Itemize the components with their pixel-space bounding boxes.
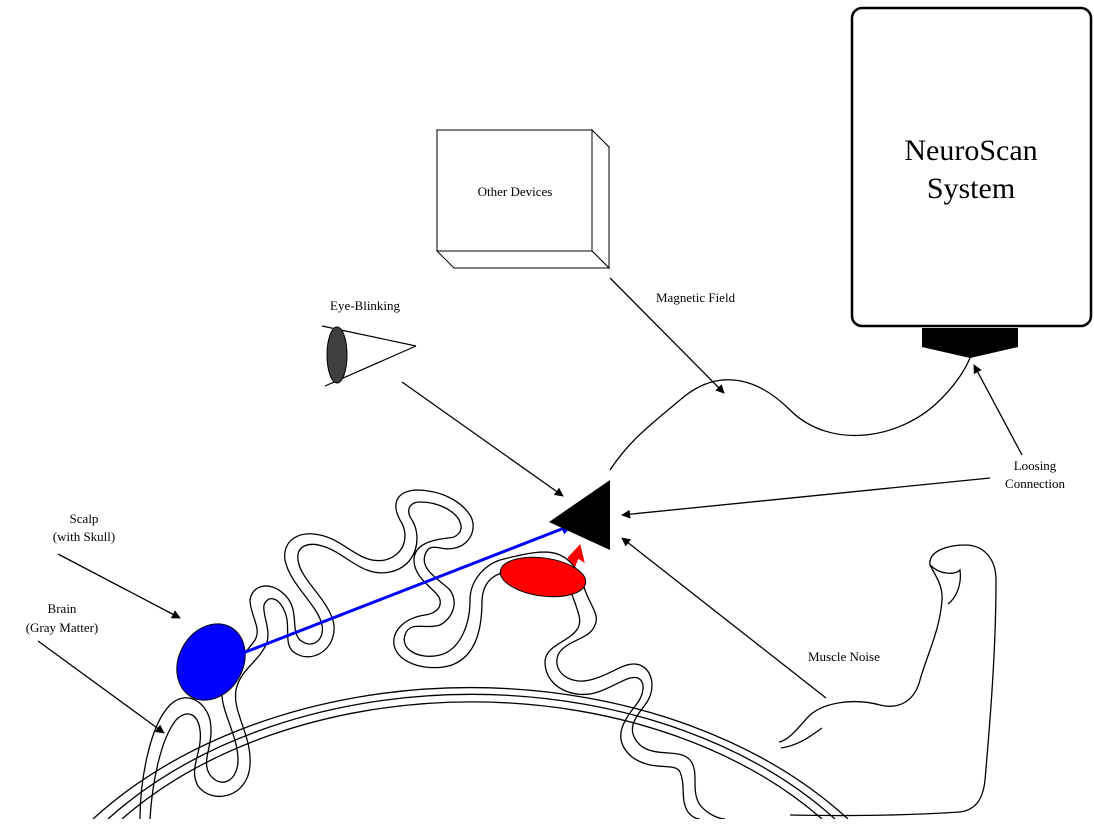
brain-arrow (38, 641, 164, 733)
eye-icon (327, 327, 347, 383)
neuroscan-label-line1: NeuroScan (904, 134, 1037, 167)
loosing-connection-label-line2: Connection (1005, 476, 1065, 491)
blue-source-projection-arrow (225, 525, 572, 660)
eye-blinking-label: Eye-Blinking (330, 298, 401, 313)
loosing-connection-arrow-left (622, 478, 990, 515)
neuroscan-label-line2: System (927, 172, 1015, 205)
brain-label-line1: Brain (48, 601, 77, 616)
magnetic-field-label: Magnetic Field (656, 290, 736, 305)
scalp-label-line2: (with Skull) (53, 529, 115, 544)
eye-blinking: Eye-Blinking (322, 298, 416, 386)
eye-blinking-arrow (402, 382, 563, 496)
skull-inner-arc (122, 702, 822, 819)
brain-label-line2: (Gray Matter) (26, 620, 99, 635)
neuroscan-box (852, 8, 1091, 326)
connector-port (922, 328, 1018, 358)
loosing-connection-arrow-up (974, 365, 1022, 455)
electrode-cable (610, 358, 970, 470)
electrode (549, 480, 610, 550)
scalp-label-line1: Scalp (70, 511, 99, 526)
head-cross-section (93, 688, 848, 819)
loosing-connection-label-line1: Loosing (1014, 458, 1057, 473)
arm-fist-detail (930, 565, 960, 604)
other-devices-box: Other Devices (437, 130, 609, 268)
muscle-noise-label: Muscle Noise (808, 649, 880, 664)
blue-dipole-source (163, 611, 258, 712)
neuroscan-system: NeuroScan System (852, 8, 1091, 358)
flexed-arm (779, 545, 996, 816)
other-devices-label: Other Devices (478, 184, 553, 199)
muscle-noise-arrow (622, 538, 826, 698)
